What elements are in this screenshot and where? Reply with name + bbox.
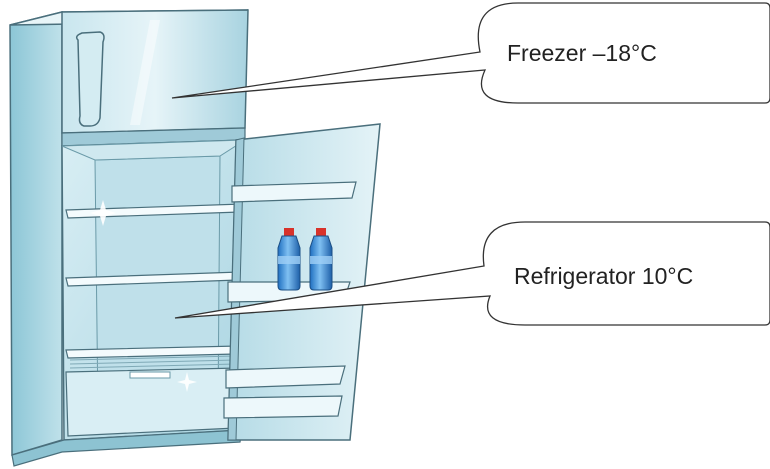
fridge-base (11, 429, 243, 467)
freezer-callout (171, 2, 770, 104)
refrigerator-label: Refrigerator 10°C (514, 263, 694, 289)
fridge-side-panel (9, 11, 63, 457)
freezer-handle (75, 31, 105, 127)
fridge-door-open (223, 123, 381, 441)
water-bottle-icons (277, 228, 333, 291)
freezer-callout-bubble (171, 2, 770, 104)
refrigerator (9, 9, 381, 467)
freezer-label: Freezer –18°C (507, 40, 657, 66)
